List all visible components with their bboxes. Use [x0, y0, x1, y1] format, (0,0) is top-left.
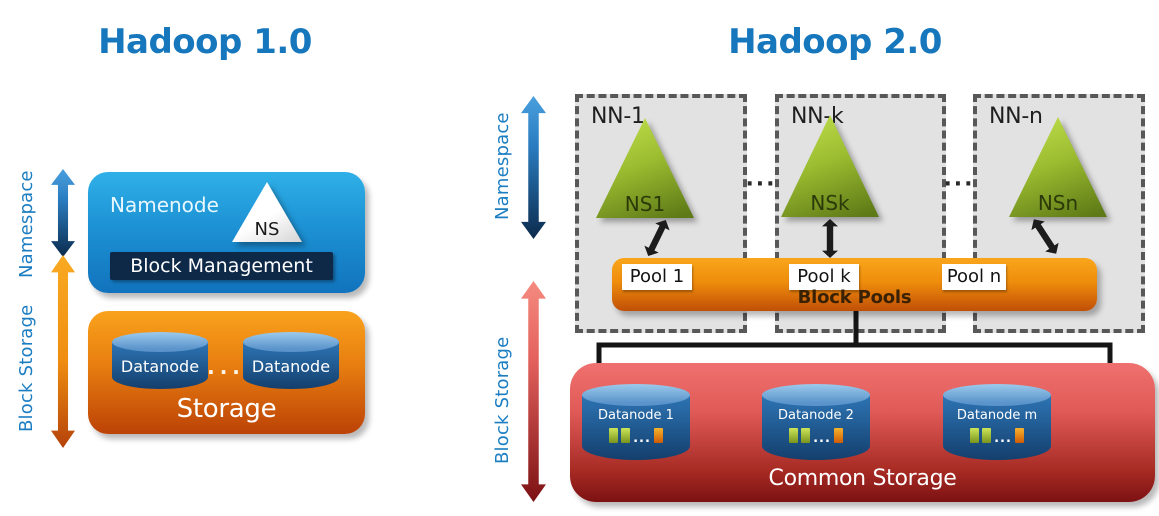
- ns1-triangle-shape: NS1: [596, 118, 694, 218]
- datanode1-label: Datanode 1: [598, 408, 674, 423]
- block-bar-orange: [833, 428, 843, 443]
- datanode-cylinder-2: Datanode: [243, 332, 339, 389]
- nsk-triangle-shape: NSk: [781, 115, 879, 217]
- cylinder-top: [112, 332, 208, 352]
- nsk-triangle: NSk: [781, 115, 879, 217]
- storage-box: Datanode ... Datanode Storage: [88, 311, 365, 434]
- common-storage-label: Common Storage: [768, 466, 957, 491]
- hadoop2-block-storage-arrow: [521, 281, 546, 502]
- block-bar-green: [801, 428, 811, 443]
- hadoop2-block-storage-label: Block Storage: [492, 336, 513, 464]
- hadoop1-block-storage-label: Block Storage: [16, 304, 37, 432]
- block-bar-green: [609, 428, 619, 443]
- storage-dots: ...: [207, 355, 245, 379]
- block-bars: ...: [582, 428, 690, 446]
- namenode-label: Namenode: [110, 193, 219, 217]
- block-pools-bar: Pool 1 Pool k Pool n Block Pools: [612, 258, 1097, 311]
- hadoop2-title: Hadoop 2.0: [728, 22, 942, 62]
- block-pools-label: Block Pools: [797, 287, 912, 308]
- block-bar-green: [970, 428, 980, 443]
- ns1-label: NS1: [624, 192, 666, 216]
- namenode-box: Namenode NS Block Management: [88, 172, 365, 293]
- cylinder-top: [582, 384, 690, 406]
- nsn-triangle-shape: NSn: [1009, 117, 1107, 217]
- datanode-cylinder-1: Datanode: [112, 332, 208, 389]
- datanode2-cylinder: Datanode 2 ...: [762, 384, 870, 460]
- ns-triangle-label: NS: [254, 219, 280, 240]
- block-bar-dots: ...: [994, 431, 1012, 446]
- hadoop1-title: Hadoop 1.0: [98, 22, 312, 62]
- nsn-label: NSn: [1037, 191, 1079, 215]
- datanodem-label: Datanode m: [956, 408, 1038, 423]
- ns-triangle-shape: NS: [232, 182, 302, 242]
- nn-separator-dots-2: ···: [943, 172, 975, 197]
- cylinder-top: [943, 384, 1051, 406]
- pool-n-box: Pool n: [942, 264, 1006, 290]
- nsn-triangle: NSn: [1009, 117, 1107, 217]
- nn-box-1-label: NN-1: [591, 104, 645, 129]
- pool-k-box: Pool k: [789, 264, 859, 290]
- nn-box-k-label: NN-k: [791, 104, 844, 129]
- datanode-label: Datanode: [251, 357, 331, 376]
- block-bar-green: [621, 428, 631, 443]
- pool-1-box: Pool 1: [622, 264, 692, 290]
- datanode2-label: Datanode 2: [778, 408, 854, 423]
- ns1-triangle: NS1: [596, 118, 694, 218]
- hadoop2-namespace-arrow: [521, 96, 546, 239]
- hadoop2-namespace-label: Namespace: [492, 112, 513, 220]
- cylinder-top: [762, 384, 870, 406]
- block-bar-dots: ...: [813, 431, 831, 446]
- hadoop1-namespace-label: Namespace: [16, 170, 37, 278]
- block-bar-green: [789, 428, 799, 443]
- block-bars: ...: [762, 428, 870, 446]
- hadoop1-block-storage-arrow: [51, 255, 75, 448]
- ns-triangle: NS: [232, 182, 302, 242]
- block-bar-green: [982, 428, 992, 443]
- block-bar-orange: [1014, 428, 1024, 443]
- datanodem-cylinder: Datanode m ...: [943, 384, 1051, 460]
- block-bar-dots: ...: [633, 431, 651, 446]
- nn-box-n-label: NN-n: [989, 104, 1043, 129]
- nsk-label: NSk: [810, 191, 850, 215]
- common-storage-box: Datanode 1 ... Datanode 2 ... Datanode m: [570, 363, 1155, 502]
- datanode1-cylinder: Datanode 1 ...: [582, 384, 690, 460]
- cylinder-top: [243, 332, 339, 352]
- nn-separator-dots-1: ···: [745, 172, 777, 197]
- hadoop1-namespace-arrow: [51, 169, 75, 257]
- block-bars: ...: [943, 428, 1051, 446]
- block-bar-orange: [653, 428, 663, 443]
- storage-label: Storage: [176, 394, 277, 424]
- datanode-label: Datanode: [120, 357, 200, 376]
- block-management-bar: Block Management: [110, 252, 333, 280]
